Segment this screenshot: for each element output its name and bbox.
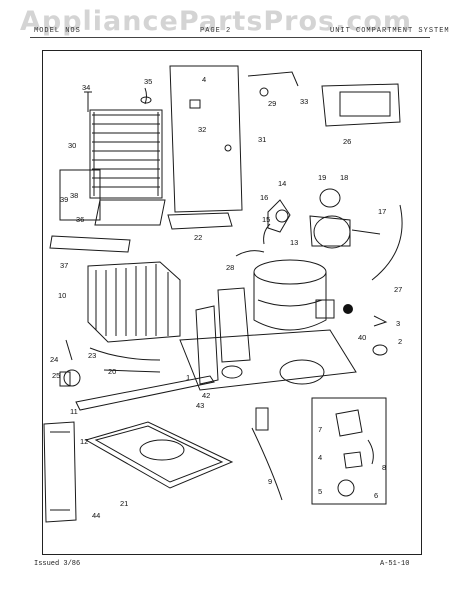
relay-inset — [311, 397, 387, 505]
callout-8: 8 — [382, 463, 386, 472]
shroud-panel — [167, 65, 243, 230]
grommet-29 — [259, 87, 269, 97]
callout-16: 16 — [260, 193, 268, 202]
callout-43: 43 — [196, 401, 204, 410]
callout-4-top: 4 — [202, 75, 206, 84]
cover-plate — [321, 83, 401, 127]
overload-parts — [372, 315, 388, 356]
callout-18: 18 — [340, 173, 348, 182]
header-rule — [30, 37, 430, 38]
base-pan — [179, 287, 357, 391]
callout-25: 25 — [52, 371, 60, 380]
callout-39: 39 — [60, 195, 68, 204]
fan-motor-assembly — [263, 188, 381, 249]
top-fittings — [84, 87, 152, 112]
callout-31: 31 — [258, 135, 266, 144]
capacitor — [255, 407, 269, 431]
callout-44: 44 — [92, 511, 100, 520]
header-title: UNIT COMPARTMENT SYSTEM — [330, 27, 450, 35]
drain-pan — [84, 421, 234, 489]
callout-40: 40 — [358, 333, 366, 342]
callout-13: 13 — [290, 238, 298, 247]
watermark: AppliancePartsPros.com — [20, 6, 413, 37]
callout-2: 2 — [398, 337, 402, 346]
callout-30: 30 — [68, 141, 76, 150]
callout-26: 26 — [343, 137, 351, 146]
rear-panel — [43, 421, 77, 523]
callout-24: 24 — [50, 355, 58, 364]
callout-27: 27 — [394, 285, 402, 294]
callout-10: 10 — [58, 291, 66, 300]
callout-17: 17 — [378, 207, 386, 216]
callout-29: 29 — [268, 99, 276, 108]
diagram-frame — [42, 50, 422, 555]
callout-5: 5 — [318, 487, 322, 496]
callout-32: 32 — [198, 125, 206, 134]
footer-issued: Issued 3/86 — [34, 560, 81, 568]
callout-35: 35 — [144, 77, 152, 86]
callout-labels: 34 35 4 29 33 32 31 26 30 39 38 36 37 14… — [50, 75, 402, 520]
callout-36: 36 — [76, 215, 84, 224]
callout-20: 20 — [108, 367, 116, 376]
callout-22: 22 — [194, 233, 202, 242]
callout-4-inset: 4 — [318, 453, 322, 462]
tube-33 — [247, 71, 299, 87]
callout-7: 7 — [318, 425, 322, 434]
drain-hose — [251, 427, 283, 501]
callout-28: 28 — [226, 263, 234, 272]
compressor — [253, 259, 353, 331]
footer-code: A-51-10 — [380, 560, 410, 568]
header-model: MODEL NOS — [34, 27, 81, 35]
callout-42: 42 — [202, 391, 210, 400]
callout-37: 37 — [60, 261, 68, 270]
callout-3: 3 — [396, 319, 400, 328]
callout-38: 38 — [70, 191, 78, 200]
condenser-coil — [49, 109, 166, 253]
callout-33: 33 — [300, 97, 308, 106]
callout-19: 19 — [318, 173, 326, 182]
condenser-10 — [87, 261, 181, 343]
callout-15: 15 — [262, 215, 270, 224]
callout-21: 21 — [120, 499, 128, 508]
callout-6: 6 — [374, 491, 378, 500]
header-page: PAGE 2 — [200, 27, 232, 35]
callout-12: 12 — [80, 437, 88, 446]
callout-9: 9 — [268, 477, 272, 486]
rails — [63, 347, 215, 411]
callout-14: 14 — [278, 179, 286, 188]
callout-11: 11 — [70, 407, 78, 416]
drier-28 — [235, 250, 265, 257]
callout-34: 34 — [82, 83, 90, 92]
callout-23: 23 — [88, 351, 96, 360]
small-parts — [59, 339, 73, 387]
tube-27 — [371, 204, 403, 281]
callout-1: 1 — [186, 373, 190, 382]
